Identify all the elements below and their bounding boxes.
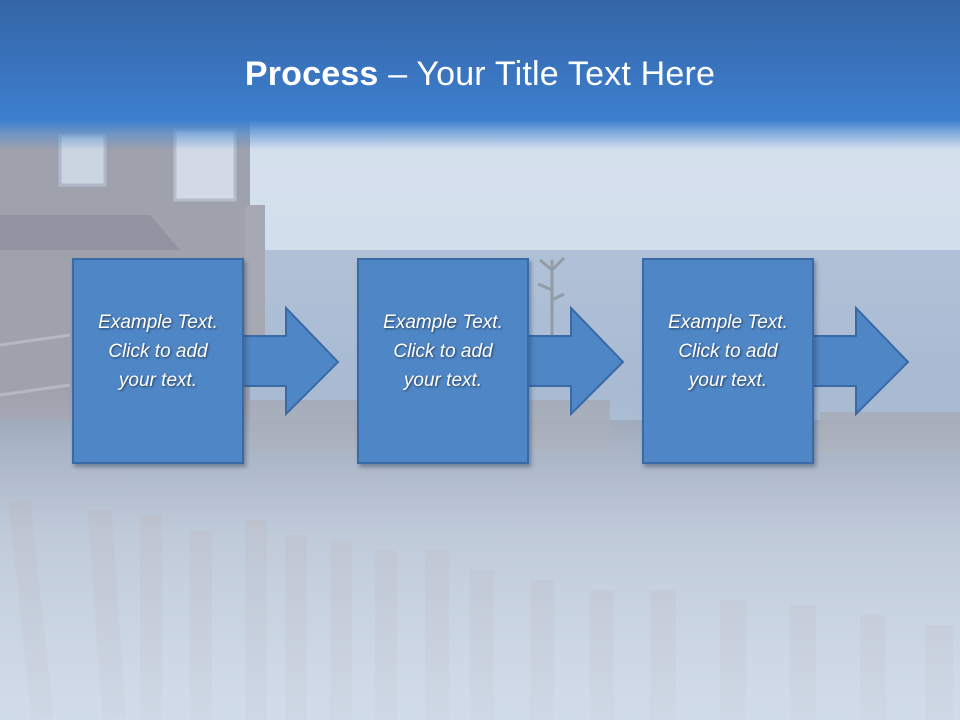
step-text-line: your text. — [118, 370, 198, 391]
step-box[interactable] — [357, 258, 529, 464]
step-text-line: Example Text. — [98, 312, 218, 333]
step-text[interactable]: Example Text. Click to add your text. — [642, 308, 814, 395]
slide-title[interactable]: Process – Your Title Text Here — [0, 52, 960, 96]
step-text-line: your text. — [403, 370, 483, 391]
step-text-line: Click to add — [108, 341, 208, 362]
step-text[interactable]: Example Text. Click to add your text. — [357, 308, 529, 395]
title-band — [0, 0, 960, 150]
title-rest-text: – Your Title Text Here — [378, 55, 716, 93]
step-text-line: Example Text. — [383, 312, 503, 333]
step-text-line: Example Text. — [668, 312, 788, 333]
step-box[interactable] — [642, 258, 814, 464]
step-text-line: your text. — [688, 370, 768, 391]
step-text[interactable]: Example Text. Click to add your text. — [72, 308, 244, 395]
step-text-line: Click to add — [678, 341, 778, 362]
step-text-line: Click to add — [393, 341, 493, 362]
step-box[interactable] — [72, 258, 244, 464]
title-bold-text: Process — [244, 55, 379, 93]
